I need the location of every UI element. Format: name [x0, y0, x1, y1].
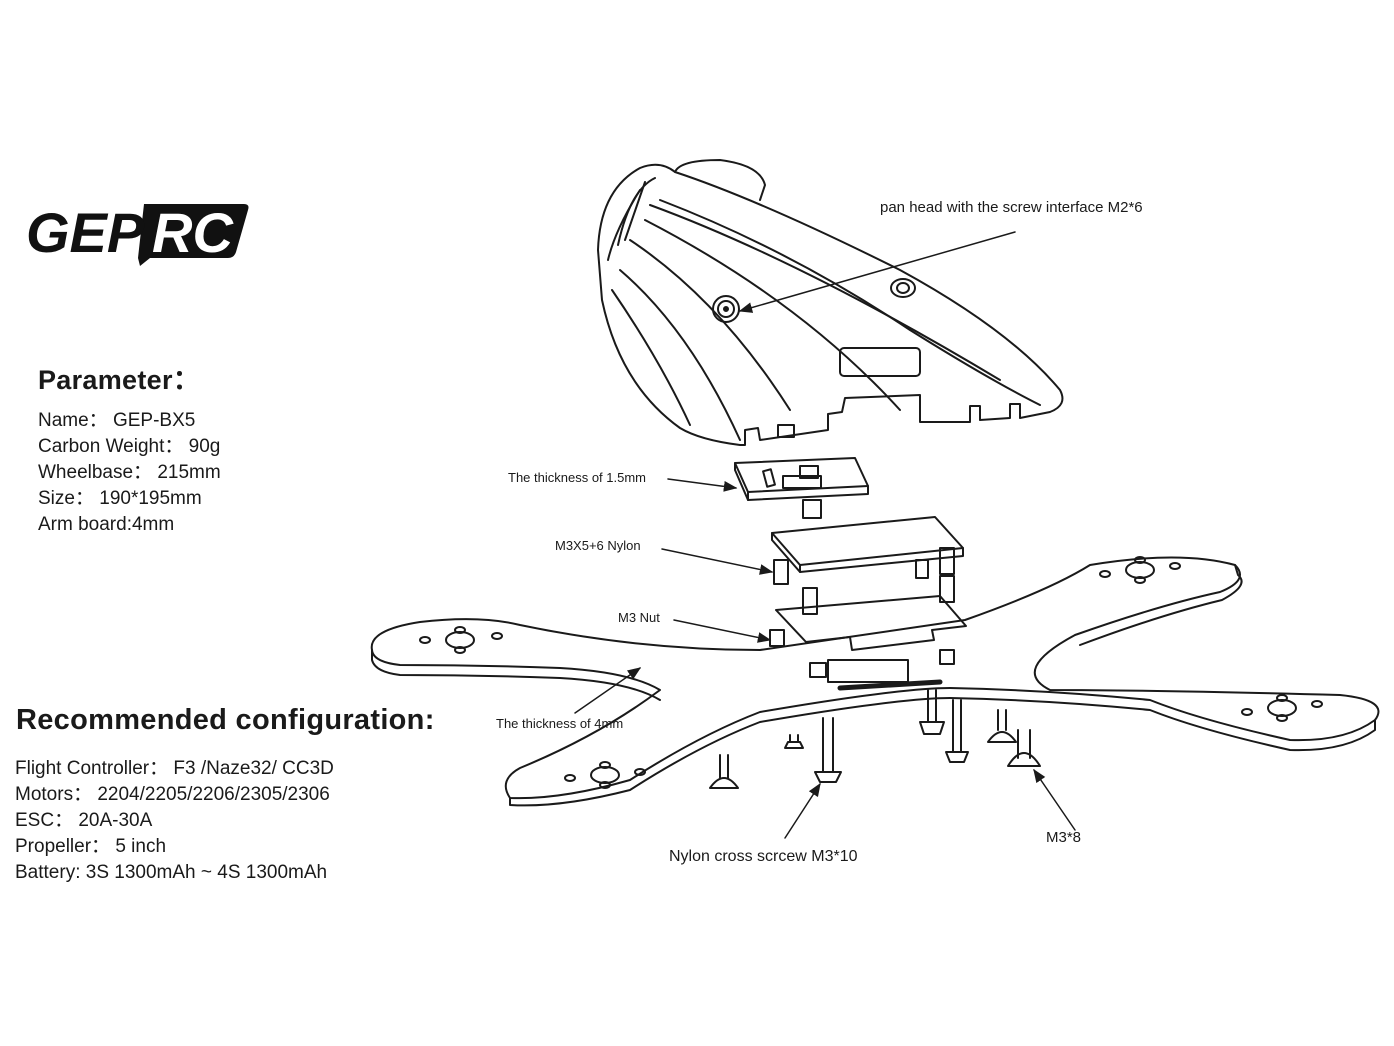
rec-esc: ESC： 20A-30A: [15, 808, 334, 834]
rec-propeller: Propeller： 5 inch: [15, 834, 334, 860]
callout-plate-thickness: The thickness of 1.5mm: [508, 470, 646, 485]
callout-nut: M3 Nut: [618, 610, 660, 625]
param-value: 215mm: [157, 462, 221, 483]
param-arm-board: Arm board:4mm: [38, 512, 221, 538]
leader-pan-head: [738, 231, 1016, 313]
rec-label: Motors：: [15, 784, 93, 805]
leader-plate-thickness: [667, 478, 738, 492]
m3-nut: [939, 649, 955, 665]
param-value: 90g: [188, 436, 221, 457]
rec-value: 2204/2205/2206/2305/2306: [97, 784, 330, 805]
callout-pan-head: pan head with the screw interface M2*6: [880, 199, 1143, 216]
top-plate: [734, 457, 869, 519]
rec-value: 20A-30A: [78, 810, 153, 831]
geprc-logo: GEP RC: [25, 201, 249, 266]
leader-standoff: [661, 548, 774, 575]
rec-value: F3 /Naze32/ CC3D: [173, 758, 334, 779]
param-wheelbase: Wheelbase： 215mm: [38, 460, 221, 486]
standoff: [939, 575, 955, 603]
rec-flight-controller: Flight Controller： F3 /Naze32/ CC3D: [15, 756, 334, 782]
rec-value: 3S 1300mAh ~ 4S 1300mAh: [85, 862, 328, 883]
param-value: 190*195mm: [99, 488, 202, 509]
lower-plate: [769, 595, 967, 683]
logo-text-right: RC: [152, 201, 234, 264]
stack-plate: [771, 516, 964, 615]
logo-text-left: GEP: [26, 201, 145, 264]
parameter-list: Name： GEP-BX5 Carbon Weight： 90g Wheelba…: [38, 408, 221, 538]
standoff: [939, 547, 955, 575]
param-label: Carbon Weight：: [38, 436, 184, 457]
rec-battery: Battery: 3S 1300mAh ~ 4S 1300mAh: [15, 860, 334, 886]
param-value: GEP-BX5: [112, 410, 196, 431]
rec-label: Battery:: [15, 862, 81, 883]
leader-frame-thickness: [574, 667, 642, 714]
m3-nut: [809, 662, 827, 678]
main-frame: [370, 556, 1380, 807]
rec-label: ESC：: [15, 810, 74, 831]
screws: [709, 689, 1041, 789]
recommended-heading: Recommended configuration:: [16, 704, 435, 736]
rec-label: Propeller：: [15, 836, 111, 857]
callout-nylon-screw: Nylon cross scrcew M3*10: [669, 848, 858, 865]
standoff: [915, 559, 929, 579]
param-name: Name： GEP-BX5: [38, 408, 221, 434]
param-label: Name：: [38, 410, 108, 431]
callout-m3-screw: M3*8: [1046, 829, 1082, 846]
rec-label: Flight Controller：: [15, 758, 169, 779]
param-value: 4mm: [131, 514, 175, 535]
standoff: [773, 559, 789, 585]
leader-nylon-screw: [784, 782, 821, 839]
param-size: Size： 190*195mm: [38, 486, 221, 512]
leader-nut: [673, 619, 772, 643]
param-carbon-weight: Carbon Weight： 90g: [38, 434, 221, 460]
m3-nut: [769, 629, 785, 647]
param-label: Wheelbase：: [38, 462, 153, 483]
rec-motors: Motors： 2204/2205/2206/2305/2306: [15, 782, 334, 808]
rec-value: 5 inch: [115, 836, 167, 857]
recommended-list: Flight Controller： F3 /Naze32/ CC3D Moto…: [15, 756, 334, 886]
callout-frame-thickness: The thickness of 4mm: [496, 716, 624, 731]
callout-standoff: M3X5+6 Nylon: [555, 538, 641, 553]
standoff: [802, 587, 818, 615]
parameter-heading: Parameter：: [38, 365, 201, 395]
param-label: Arm board:: [38, 514, 132, 535]
param-label: Size：: [38, 488, 94, 509]
leader-m3-screw: [1033, 768, 1076, 831]
